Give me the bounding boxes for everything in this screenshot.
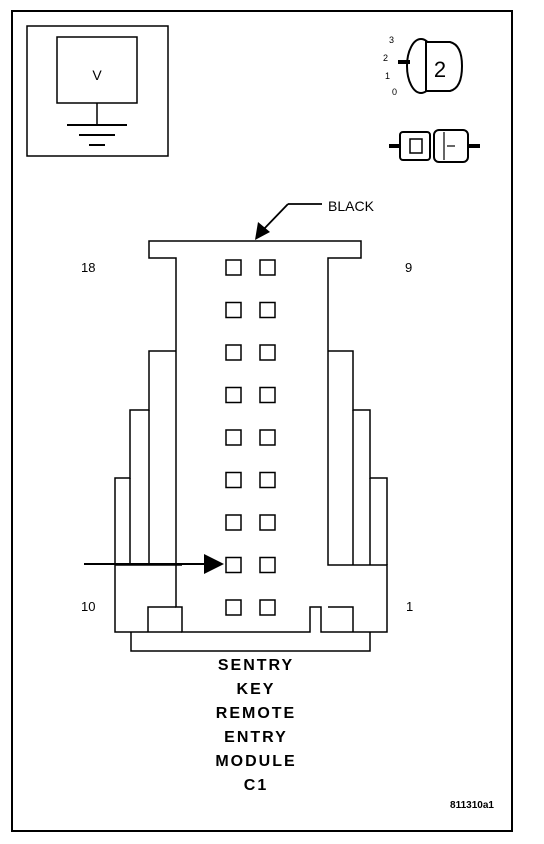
key-position-1: 1 bbox=[385, 71, 390, 81]
connector-cavity bbox=[225, 471, 242, 489]
connector-cavity bbox=[259, 599, 276, 616]
connector-cavity bbox=[259, 386, 276, 404]
connector-cavity bbox=[259, 514, 276, 531]
connector-cavity bbox=[225, 514, 242, 531]
connector-pair-icon bbox=[389, 129, 480, 163]
voltmeter-icon: V bbox=[26, 25, 169, 157]
connector-cavity bbox=[259, 556, 276, 574]
connector-cavity bbox=[225, 301, 242, 319]
pin-label-bottom-left: 10 bbox=[81, 599, 95, 614]
connector-cavity bbox=[259, 301, 276, 319]
pin-label-top-right: 9 bbox=[405, 260, 412, 275]
connector-cavity bbox=[259, 429, 276, 446]
cavity-grid bbox=[225, 259, 276, 616]
title-line-5: MODULE bbox=[215, 753, 296, 770]
key-position-2: 2 bbox=[383, 53, 388, 63]
pin-label-bottom-right: 1 bbox=[406, 599, 413, 614]
ignition-key-icon: 3 2 1 0 2 bbox=[383, 35, 464, 97]
connector-cavity bbox=[225, 259, 242, 276]
connector-cavity bbox=[225, 386, 242, 404]
connector-cavity bbox=[259, 344, 276, 361]
title-line-3: REMOTE bbox=[216, 705, 296, 722]
title-line-4: ENTRY bbox=[224, 729, 288, 746]
callout-arrowhead bbox=[255, 222, 270, 240]
connector-cavity bbox=[225, 556, 242, 574]
connector-cavity bbox=[259, 471, 276, 489]
title-line-6: C1 bbox=[244, 777, 268, 794]
connector-cavity bbox=[225, 344, 242, 361]
cavity-indicator-arrow bbox=[84, 554, 224, 574]
meter-label: V bbox=[92, 67, 102, 83]
figure-code: 811310a1 bbox=[450, 800, 494, 811]
connector-cavity bbox=[225, 599, 242, 616]
connector-cavity bbox=[259, 259, 276, 276]
key-selected-position: 2 bbox=[434, 57, 446, 82]
pin-label-top-left: 18 bbox=[81, 260, 95, 275]
title-line-1: SENTRY bbox=[218, 657, 294, 674]
title-line-2: KEY bbox=[237, 681, 276, 698]
connector-cavity bbox=[225, 429, 242, 446]
page-frame bbox=[11, 10, 513, 832]
connector-color-label: BLACK bbox=[328, 198, 375, 214]
connector-body bbox=[114, 240, 388, 652]
key-position-0: 0 bbox=[392, 87, 397, 97]
key-position-3: 3 bbox=[389, 35, 394, 45]
color-callout: BLACK bbox=[255, 198, 375, 240]
connector-title: SENTRY KEY REMOTE ENTRY MODULE C1 bbox=[215, 657, 296, 794]
